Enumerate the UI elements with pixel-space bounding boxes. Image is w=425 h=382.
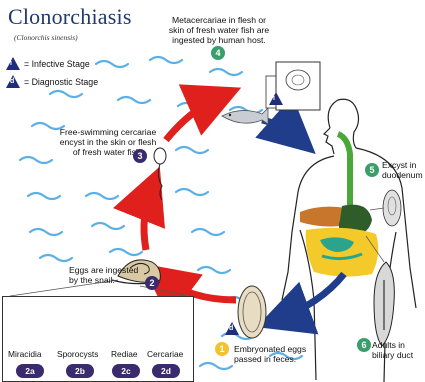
infective-stage-icon: i [6, 57, 20, 70]
esophagus [338, 134, 350, 214]
stage-badge-2a: 2a [16, 364, 44, 378]
step-5-badge: 5 [365, 163, 379, 177]
stage-badge-2d: 2d [152, 364, 180, 378]
stage-badge-2b: 2b [66, 364, 94, 378]
legend-infective-label: = Infective Stage [24, 59, 90, 69]
embryonated-egg-drawing [238, 286, 266, 338]
legend-diagnostic-label: = Diagnostic Stage [24, 77, 98, 87]
step-1-text: Embryonated eggs passed in feces. [234, 344, 354, 364]
excyst-drawing [383, 190, 401, 226]
diagram-title: Clonorchiasis [8, 4, 132, 30]
step-3-text: Free-swimming cercariae encyst in the sk… [38, 127, 178, 157]
infective-marker-icon: i [269, 92, 283, 105]
diagram-subtitle: (Clonorchis sinensis) [14, 33, 78, 42]
legend-infective: i = Infective Stage [6, 57, 90, 70]
intestines [306, 228, 379, 277]
digestive-organs [300, 134, 378, 277]
step-4-text: Metacercariae in flesh or skin of fresh … [163, 15, 275, 45]
stage-label-cercariae: Cercariae [147, 349, 183, 359]
diagnostic-stage-icon: d [6, 75, 20, 88]
step-6-badge: 6 [357, 338, 371, 352]
step-1-badge: 1 [215, 342, 229, 356]
stage-label-miracidia: Miracidia [8, 349, 42, 359]
stage-label-rediae: Rediae [111, 349, 138, 359]
step-2-badge: 2 [145, 276, 159, 290]
step-5-text: Excyst in duodenum [382, 160, 424, 180]
step-6-text: Adults in biliary duct [372, 340, 424, 360]
step-4-badge: 4 [211, 46, 225, 60]
legend-diagnostic: d = Diagnostic Stage [6, 75, 98, 88]
stage-label-sporocysts: Sporocysts [57, 349, 98, 359]
stage-badge-2c: 2c [112, 364, 140, 378]
step-3-badge: 3 [133, 149, 147, 163]
adult-fluke-drawing [374, 262, 394, 346]
arrow-snail-to-cercaria [144, 186, 152, 250]
diagnostic-marker-icon: d [225, 322, 239, 335]
step-2-text: Eggs are ingested by the snail. [69, 265, 179, 285]
